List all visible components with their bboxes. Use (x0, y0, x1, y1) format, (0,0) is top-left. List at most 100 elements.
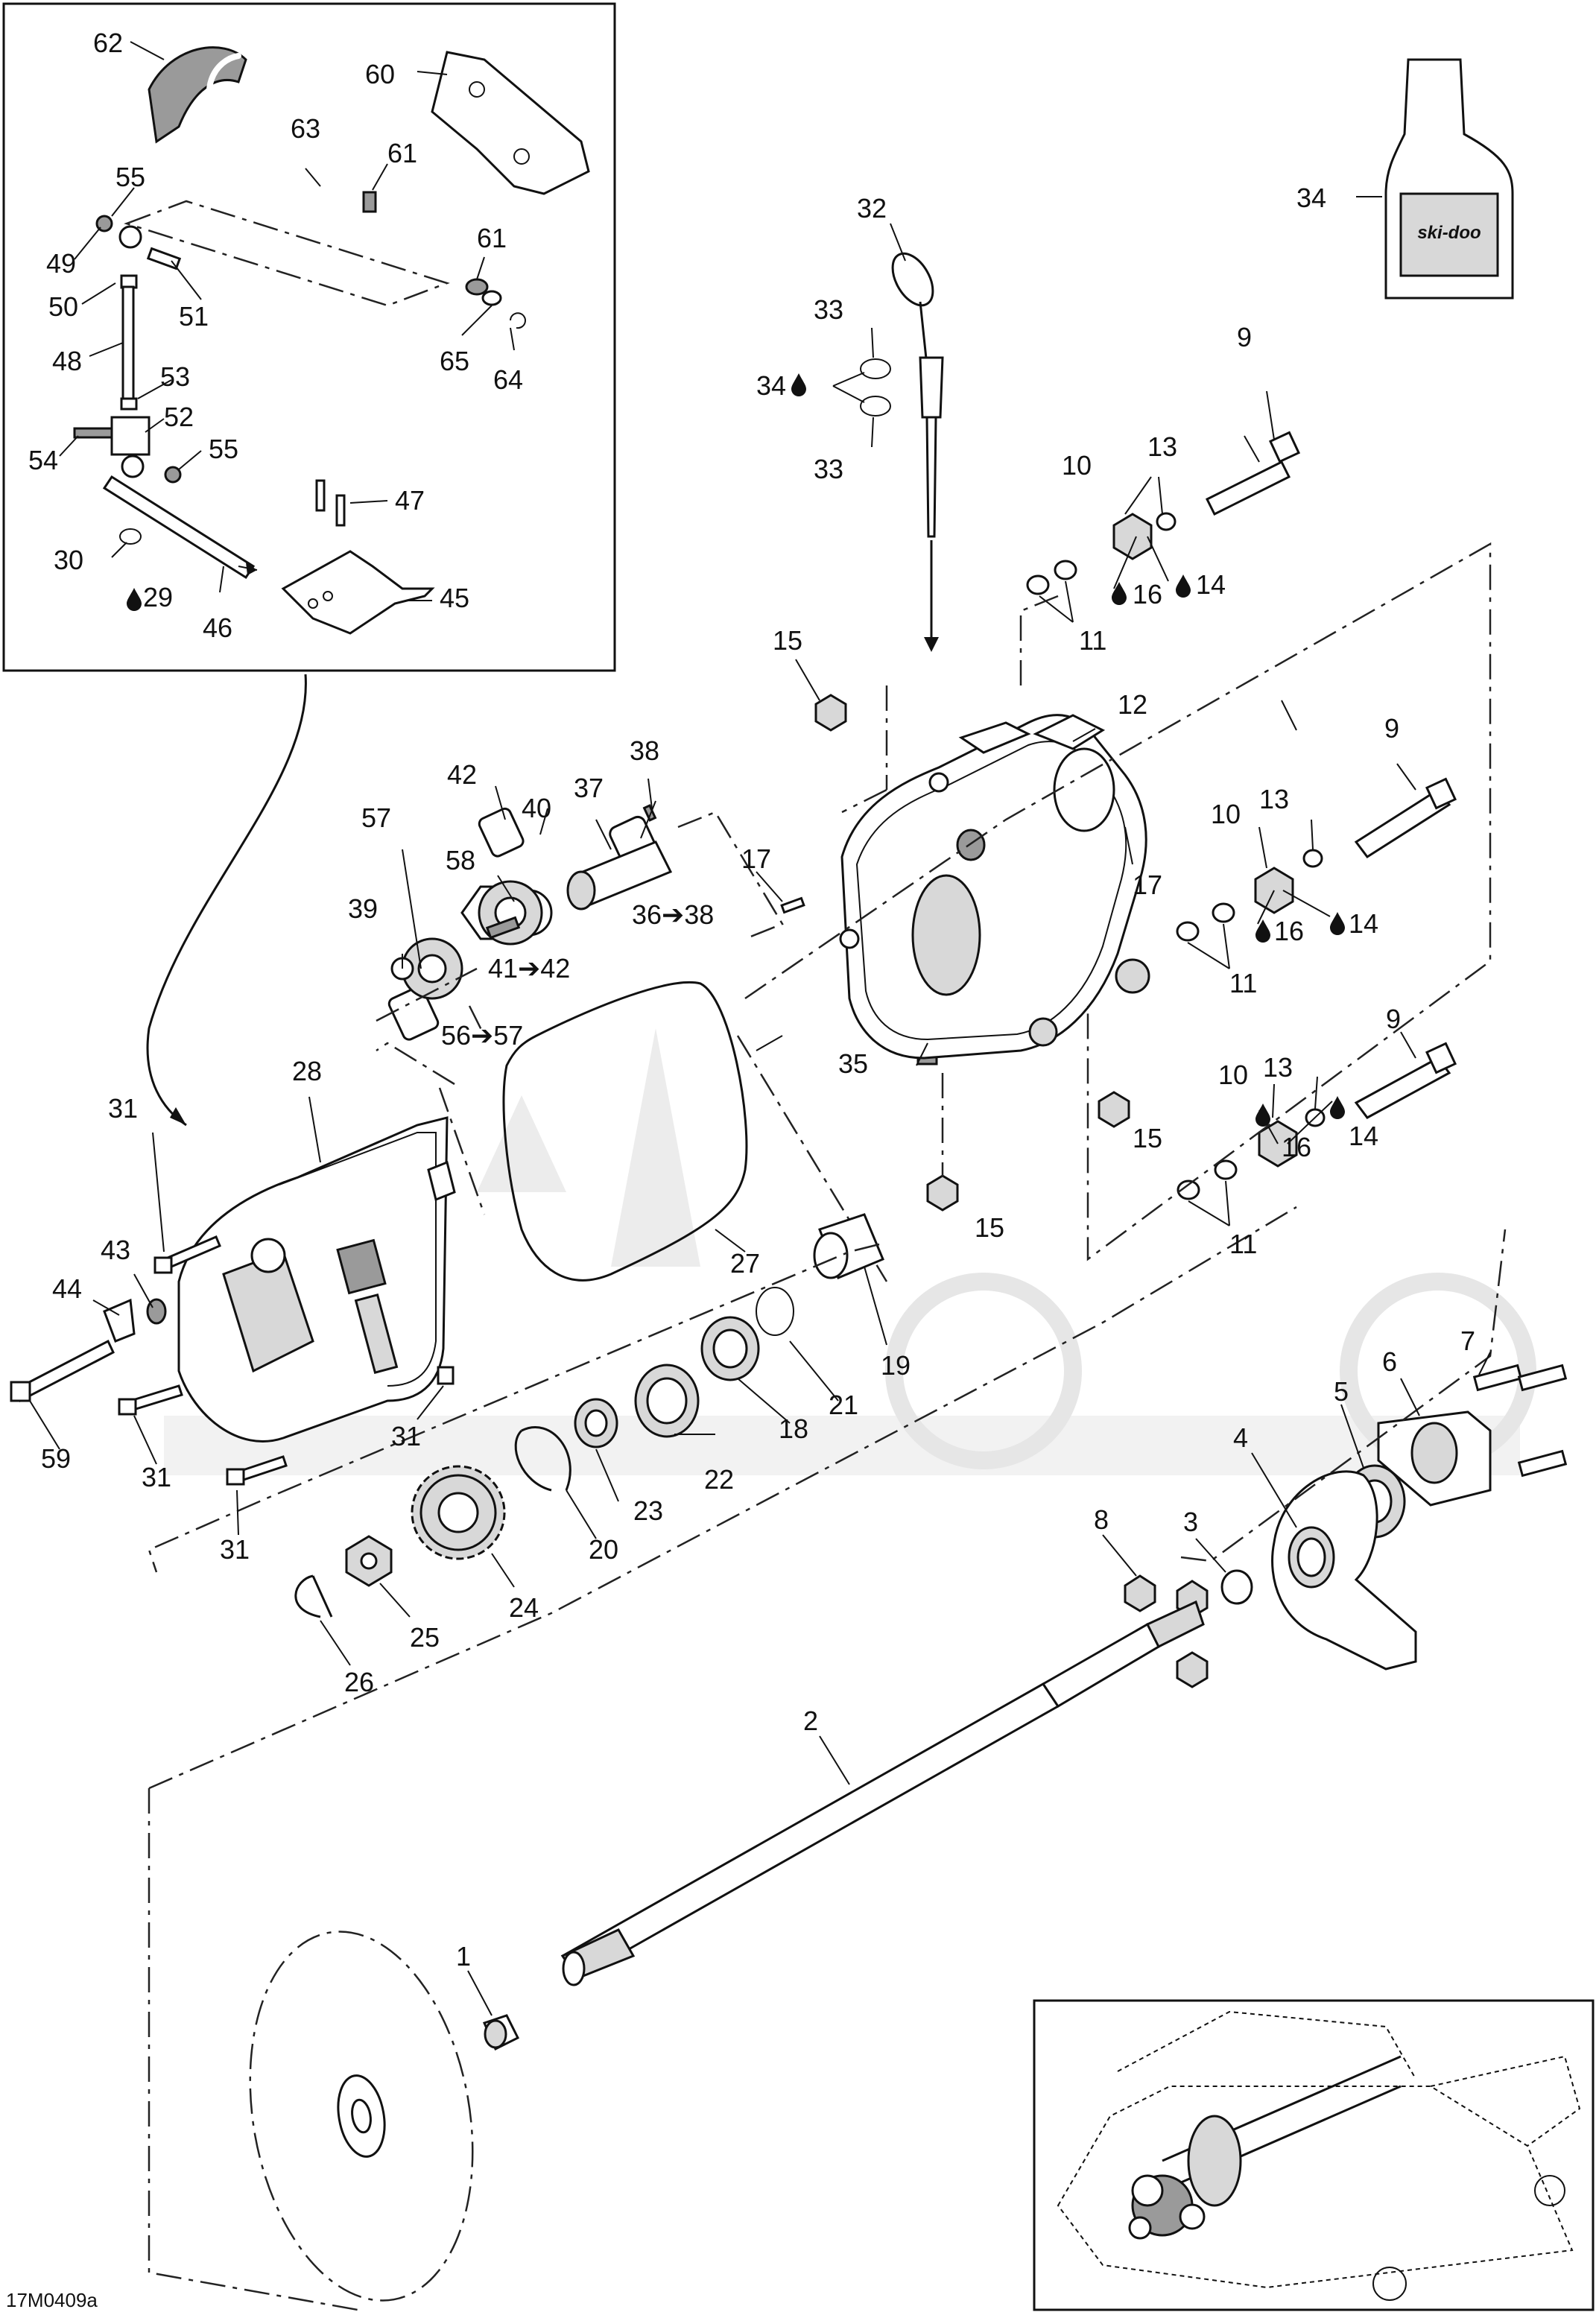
callout-label: 38 (630, 735, 659, 766)
callout-label: 61 (477, 223, 507, 253)
callout-label: 31 (391, 1421, 421, 1451)
callout-label: 62 (93, 28, 123, 58)
callout-label: 55 (209, 434, 238, 464)
callout-label: 14 (1349, 908, 1378, 939)
callout-label: 15 (1133, 1123, 1162, 1153)
callout-label: 33 (814, 294, 843, 325)
callout-label: 10 (1218, 1060, 1248, 1090)
callout-label: 58 (446, 845, 475, 875)
arrow-icon (170, 1107, 186, 1125)
callout-labels: 62 60 63 55 61 49 50 51 61 48 65 64 53 5… (6, 28, 1475, 2311)
dipstick-and-bottle: ski-doo (832, 58, 1514, 652)
callout-label: 64 (493, 364, 523, 395)
callout-label: 3 (1183, 1507, 1198, 1537)
figure-code: 17M0409a (6, 2289, 98, 2311)
callout-label: 54 (28, 445, 58, 475)
callout-label: 59 (41, 1443, 71, 1474)
arrow-icon (924, 637, 939, 652)
callout-label: 40 (522, 793, 551, 823)
callout-label: 44 (52, 1273, 82, 1304)
callout-label: 14 (1196, 569, 1226, 600)
callout-label: 39 (348, 893, 378, 924)
callout-label: 13 (1259, 784, 1289, 814)
callout-label: 43 (101, 1235, 130, 1265)
callout-label: 16 (1274, 916, 1304, 946)
callout-label: 9 (1384, 713, 1399, 744)
callout-label: 61 (387, 138, 417, 168)
callout-label: 53 (160, 361, 190, 392)
linkage-parts (73, 46, 590, 635)
callout-label: 55 (115, 162, 145, 192)
callout-label: 27 (730, 1248, 760, 1279)
callout-label: 6 (1382, 1346, 1397, 1377)
oil-drop-icon (127, 588, 142, 611)
callout-label: 1 (456, 1941, 471, 1972)
callout-label: 11 (1229, 968, 1257, 998)
callout-label: 12 (1118, 689, 1147, 720)
callout-label: 57 (361, 802, 391, 833)
oil-drop-icon (1330, 1096, 1345, 1119)
callout-label: 17 (741, 843, 771, 874)
callout-label: 29 (143, 582, 173, 612)
oil-drop-icon (1255, 1103, 1270, 1127)
upper-gear-set (387, 804, 673, 1041)
callout-label: 51 (179, 301, 209, 332)
seals-and-bearings (294, 1213, 884, 1618)
chaincase-housing (839, 714, 1150, 1060)
oil-drop-icon (1176, 574, 1191, 598)
callout-label: 45 (440, 583, 469, 613)
callout-label: 36➔38 (632, 899, 714, 930)
callout-label: 24 (509, 1592, 539, 1623)
callout-label: 60 (365, 59, 395, 89)
callout-label: 28 (292, 1056, 322, 1086)
callout-label: 4 (1233, 1422, 1248, 1453)
callout-label: 11 (1079, 625, 1106, 656)
callout-label: 35 (838, 1048, 868, 1079)
callout-label: 10 (1211, 799, 1241, 829)
callout-label: 16 (1282, 1132, 1311, 1162)
callout-label: 30 (54, 545, 83, 575)
callout-label: 14 (1349, 1121, 1378, 1151)
callout-label: 15 (975, 1212, 1004, 1243)
inset-linkage-box (2, 2, 616, 672)
callout-label: 47 (395, 485, 425, 516)
callout-label: 2 (803, 1706, 818, 1736)
callout-label: 46 (203, 612, 232, 643)
callout-label: 16 (1133, 579, 1162, 609)
bottle-brand: ski-doo (1417, 223, 1481, 243)
callout-label: 20 (589, 1534, 618, 1565)
oil-drop-icons (127, 373, 1345, 1127)
callout-label: 41➔42 (488, 953, 570, 984)
callout-label: 7 (1460, 1326, 1475, 1356)
brake-disc (249, 1931, 474, 2302)
vehicle-inset-drawing (1057, 2010, 1581, 2301)
callout-label: 13 (1147, 431, 1177, 462)
callout-label: 18 (779, 1413, 808, 1444)
arrow-icon (246, 563, 257, 575)
callout-label: 25 (410, 1622, 440, 1653)
inset-vehicle-box (1033, 1999, 1595, 2311)
gasket (502, 981, 748, 1282)
callout-label: 48 (52, 346, 82, 376)
callout-label: 17 (1133, 870, 1162, 900)
callout-label: 11 (1229, 1229, 1257, 1259)
callout-label: 21 (829, 1390, 858, 1420)
callout-label: 31 (142, 1462, 171, 1492)
callout-label: 34 (1296, 183, 1326, 213)
callout-label: 9 (1237, 322, 1252, 352)
callout-label: 13 (1263, 1052, 1293, 1083)
callout-label: 22 (704, 1464, 734, 1495)
callout-label: 49 (46, 248, 76, 279)
callout-label: 31 (108, 1093, 138, 1124)
callout-label: 33 (814, 454, 843, 484)
callout-label: 56➔57 (441, 1020, 523, 1051)
callout-label: 26 (344, 1667, 374, 1697)
callout-label: 52 (164, 402, 194, 432)
callout-label: 15 (773, 625, 802, 656)
callout-label: 9 (1386, 1004, 1401, 1034)
oil-drop-icon (1112, 582, 1127, 605)
callout-label: 42 (447, 759, 477, 790)
oil-drop-icon (791, 373, 806, 396)
callout-label: 65 (440, 346, 469, 376)
